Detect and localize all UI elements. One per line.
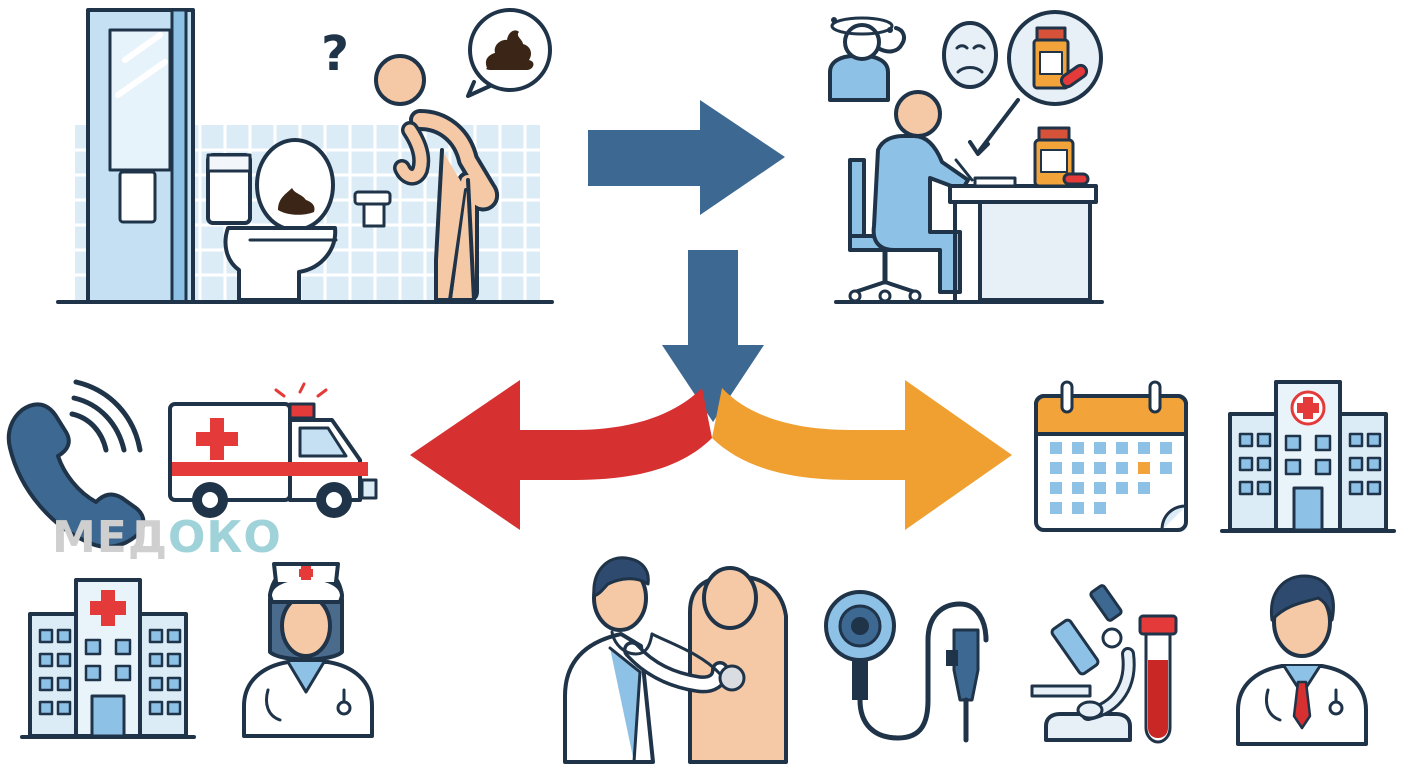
thought-pointer-arrow: [978, 98, 1020, 152]
calendar-icon: [1034, 380, 1188, 532]
bathroom-scene: ?: [56, 8, 554, 304]
planned-arrow: [712, 380, 1012, 530]
medoko-watermark: МЕД ОКО: [52, 512, 282, 563]
arrow-down-to-decision: [662, 250, 764, 422]
watermark-part2: ОКО: [168, 512, 282, 563]
test-tube-icon: [1138, 614, 1178, 744]
question-mark: ?: [321, 26, 349, 82]
consultation-scene: [828, 10, 1104, 304]
shower-door: [86, 8, 195, 304]
phone-icon: [6, 379, 146, 549]
medicine-bottle-icon: [1033, 126, 1090, 188]
toilet-paper-icon: [353, 190, 392, 228]
medicine-thought-bubble-icon: [1007, 10, 1103, 106]
hospital-building-icon: [20, 578, 196, 739]
emergency-branch: МЕД ОКО: [6, 379, 378, 739]
planned-branch: [563, 380, 1396, 764]
nurse-icon: [242, 562, 374, 738]
person-at-desk-icon: [848, 90, 974, 303]
microscope-icon: [1030, 584, 1136, 742]
clinic-building-icon: [1220, 380, 1396, 533]
doctor-examining-patient-icon: [563, 556, 788, 764]
emergency-arrow: [410, 380, 712, 530]
stool-thought-bubble-icon: [466, 8, 552, 98]
dizzy-person-icon: [828, 16, 906, 102]
confused-person-icon: [374, 54, 499, 303]
endoscope-icon: [824, 590, 989, 743]
arrow-right-to-doctor: [588, 100, 785, 215]
desk-icon: [834, 176, 1104, 304]
toilet-icon: [206, 138, 338, 302]
ambulance-icon: [168, 382, 378, 518]
watermark-part1: МЕД: [52, 512, 168, 563]
sad-face-icon: [942, 21, 998, 89]
doctor-icon: [1236, 574, 1368, 746]
flow-arrows: [410, 100, 1012, 530]
